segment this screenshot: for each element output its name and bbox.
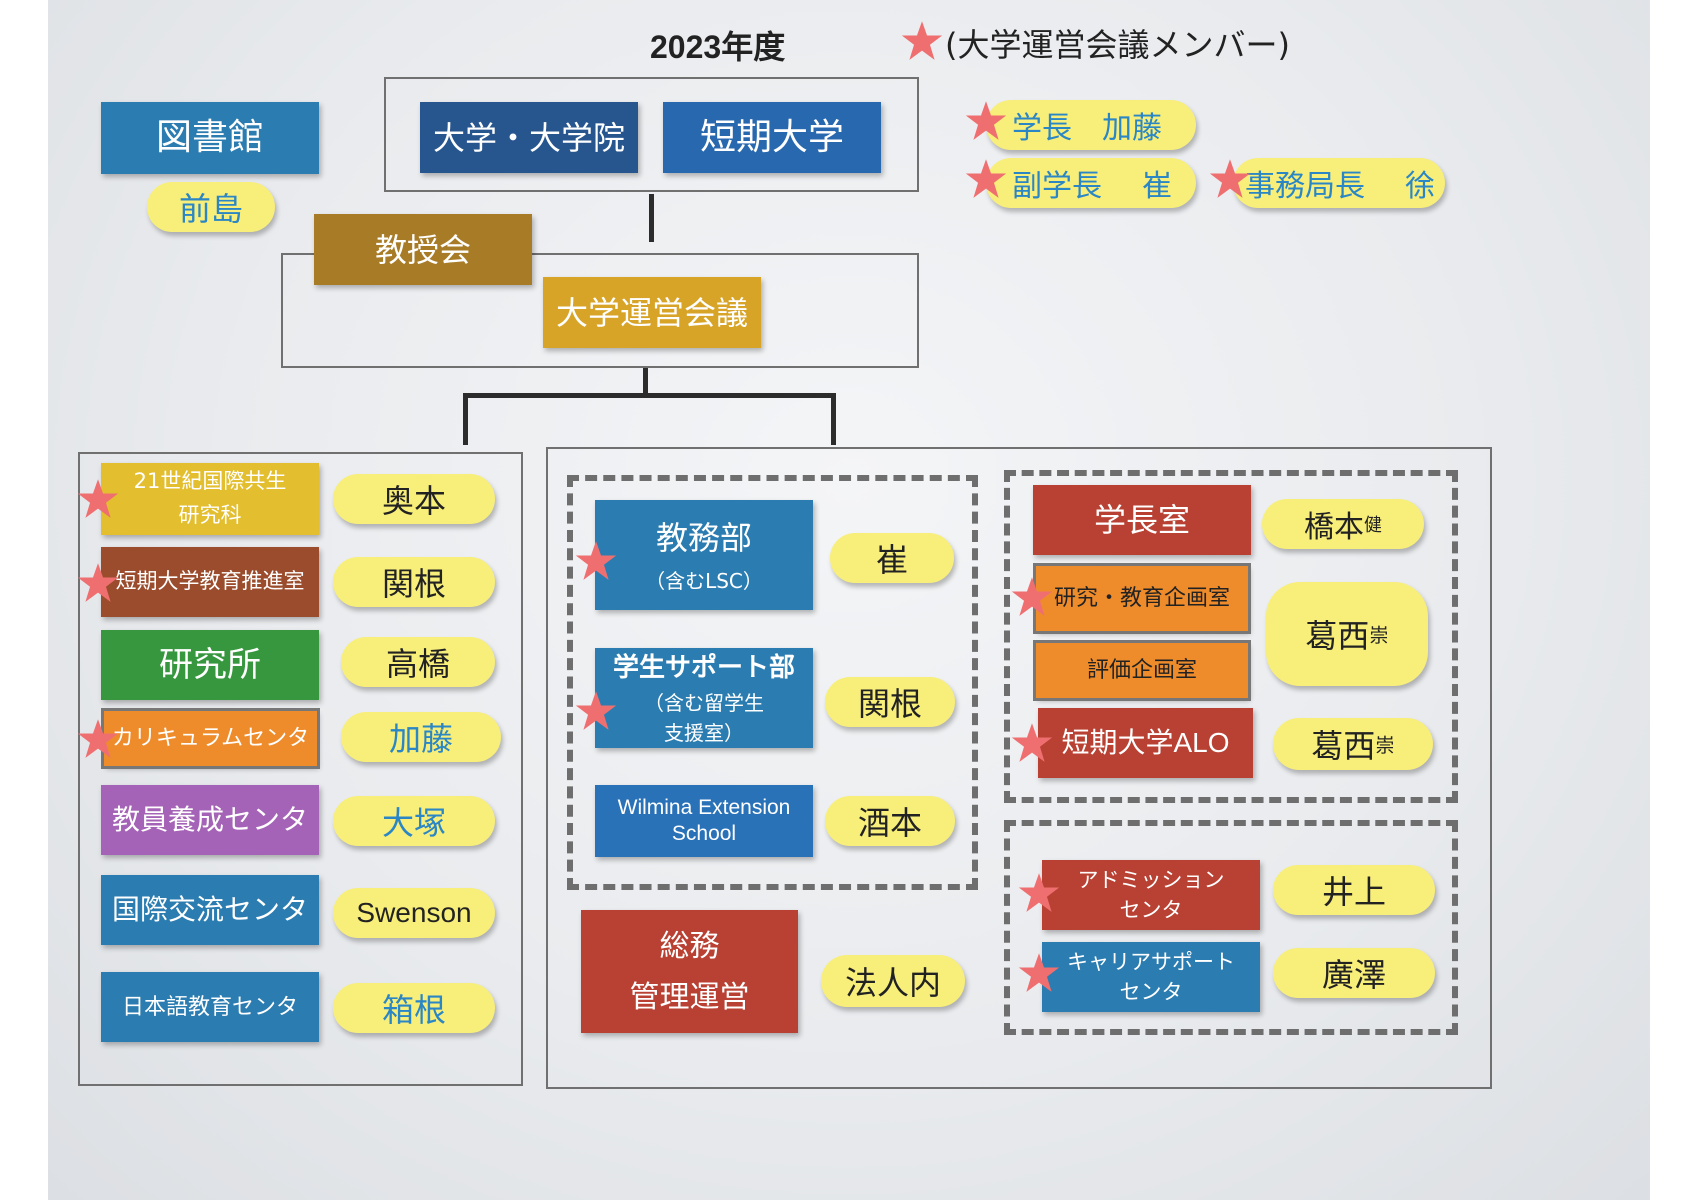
star-icon (1011, 723, 1053, 762)
star-icon (1018, 873, 1060, 912)
jc-alo-box: 短期大学ALO (1038, 708, 1253, 778)
dashed-group-admission-career (1004, 820, 1458, 1035)
star-icon (77, 479, 119, 518)
international-exchange-center-head: Swenson (333, 888, 495, 938)
research-institute-head: 高橋 (341, 637, 495, 687)
legend-text: (大学運営会議メンバー) (945, 26, 1290, 64)
career-support-center-box: キャリアサポート センタ (1042, 942, 1260, 1012)
star-icon (965, 159, 1007, 198)
star-icon (575, 541, 617, 580)
student-support-head: 関根 (825, 677, 955, 727)
career-support-center-head: 廣澤 (1273, 948, 1435, 998)
council-frame (281, 253, 919, 368)
star-icon (901, 21, 943, 60)
jc-education-office-head: 関根 (333, 557, 495, 607)
jc-alo-head: 葛西崇 (1273, 718, 1433, 770)
year-title: 2023年度 (650, 29, 786, 65)
japanese-education-center-head: 箱根 (333, 983, 495, 1033)
international-exchange-center-box: 国際交流センタ (101, 875, 319, 945)
star-icon (1018, 953, 1060, 992)
library-box: 図書館 (101, 102, 319, 174)
research-institute-box: 研究所 (101, 630, 319, 700)
star-icon (77, 563, 119, 602)
administrative-units-frame (546, 447, 1492, 1089)
graduate-school-box: 21世紀国際共生 研究科 (101, 463, 319, 535)
officer-role: 事務局長 (1245, 169, 1365, 204)
officer-role: 学長 (1012, 111, 1072, 146)
evaluation-office-box: 評価企画室 (1033, 640, 1251, 701)
connector-line (649, 194, 654, 242)
academic-affairs-head: 崔 (830, 533, 954, 583)
jc-education-office-box: 短期大学教育推進室 (101, 547, 319, 617)
academic-affairs-box: 教務部 （含むLSC） (595, 500, 813, 610)
connector-line (643, 368, 648, 396)
teacher-training-center-box: 教員養成センタ (101, 785, 319, 855)
officer-name: 徐 (1405, 169, 1435, 204)
wilmina-extension-head: 酒本 (825, 796, 955, 846)
officer-name: 崔 (1142, 169, 1172, 204)
star-icon (1209, 159, 1251, 198)
secretary-general-pill: 事務局長 徐 (1233, 158, 1445, 208)
management-council-box: 大学運営会議 (543, 277, 761, 348)
dashed-group-student-affairs (567, 475, 978, 890)
institution-frame (384, 77, 919, 192)
general-affairs-head: 法人内 (821, 955, 965, 1007)
president-pill: 学長 加藤 (986, 100, 1196, 150)
faculty-council-box: 教授会 (314, 214, 532, 285)
officer-name: 加藤 (1102, 111, 1162, 146)
org-chart-slide: 2023年度 (大学運営会議メンバー) 図書館 前島 大学・大学院 短期大学 教… (48, 0, 1650, 1200)
research-planning-office-box: 研究・教育企画室 (1033, 563, 1251, 634)
curriculum-center-box: カリキュラムセンタ (101, 708, 320, 769)
president-office-head: 橋本健 (1262, 499, 1424, 549)
star-icon (77, 719, 119, 758)
connector-line (463, 393, 836, 398)
star-icon (1011, 577, 1053, 616)
vice-president-pill: 副学長 崔 (986, 158, 1196, 208)
planning-offices-head: 葛西崇 (1266, 582, 1428, 686)
graduate-school-head: 奥本 (333, 474, 495, 524)
academic-units-frame (78, 452, 523, 1086)
general-affairs-box: 総務 管理運営 (581, 910, 798, 1033)
officer-role: 副学長 (1012, 169, 1102, 204)
wilmina-extension-box: Wilmina Extension School (595, 785, 813, 857)
dashed-group-president-office (1004, 470, 1458, 803)
connector-line (831, 393, 836, 445)
admission-center-head: 井上 (1273, 865, 1435, 915)
admission-center-box: アドミッション センタ (1042, 860, 1260, 930)
library-head-name: 前島 (147, 182, 275, 232)
president-office-box: 学長室 (1033, 485, 1251, 555)
teacher-training-center-head: 大塚 (333, 796, 495, 846)
connector-line (463, 393, 468, 445)
curriculum-center-head: 加藤 (341, 712, 501, 762)
junior-college-box: 短期大学 (663, 102, 881, 173)
star-icon (965, 101, 1007, 140)
japanese-education-center-box: 日本語教育センタ (101, 972, 319, 1042)
star-icon (575, 691, 617, 730)
university-box: 大学・大学院 (420, 102, 638, 173)
student-support-box: 学生サポート部 （含む留学生 支援室） (595, 648, 813, 748)
